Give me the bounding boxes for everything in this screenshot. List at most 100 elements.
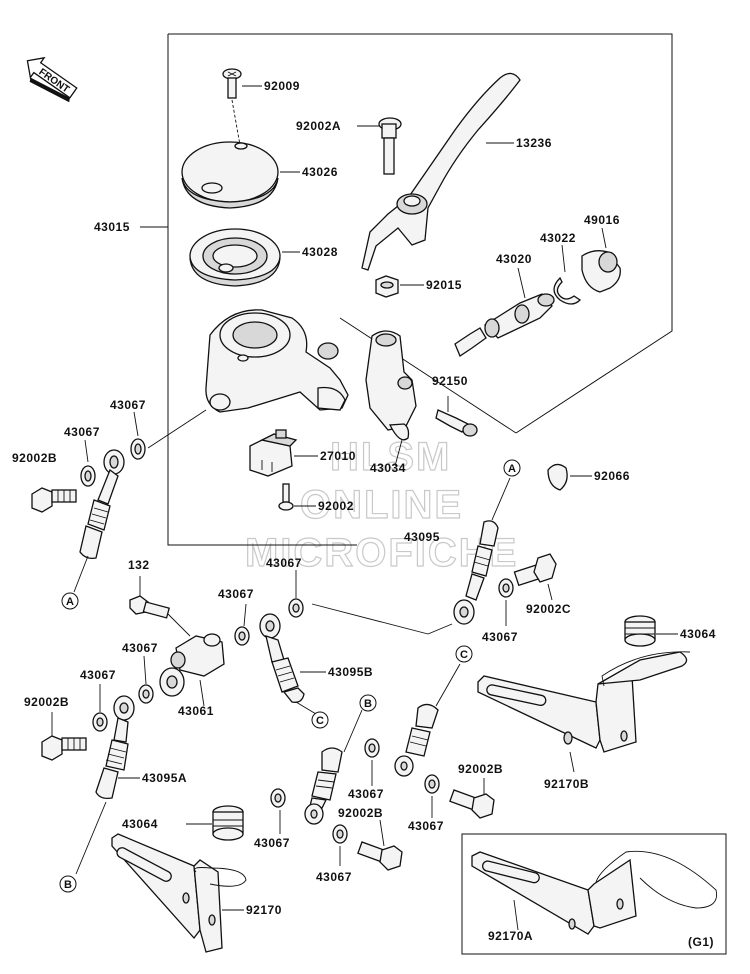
label-92015: 92015 bbox=[426, 278, 462, 292]
svg-text:A: A bbox=[508, 463, 516, 475]
label-43022: 43022 bbox=[540, 231, 576, 245]
diaphragm-43028 bbox=[189, 228, 300, 287]
circlip-43022 bbox=[553, 244, 582, 305]
label-92002B-d: 92002B bbox=[338, 806, 383, 820]
callout-B-left: B bbox=[59, 875, 77, 893]
label-43067-c: 43067 bbox=[266, 556, 302, 570]
label-92170: 92170 bbox=[246, 903, 282, 917]
callout-C-right: C bbox=[455, 645, 473, 663]
svg-text:B: B bbox=[364, 698, 372, 710]
label-92002B-a: 92002B bbox=[12, 451, 57, 465]
hose-43095B bbox=[259, 613, 326, 715]
callout-A-right: A bbox=[503, 459, 521, 477]
label-43067-e: 43067 bbox=[482, 630, 518, 644]
piston-kit-43020 bbox=[454, 267, 555, 357]
hose-B-lower bbox=[304, 709, 363, 825]
label-43061: 43061 bbox=[178, 704, 214, 718]
label-92170A: 92170A bbox=[488, 929, 533, 943]
bracket-92170 bbox=[111, 833, 247, 953]
svg-text:A: A bbox=[66, 596, 74, 608]
washer-43067-right bbox=[498, 578, 514, 626]
label-92002: 92002 bbox=[318, 499, 354, 513]
part-labels: 92009 92002A 13236 43026 43015 43028 490… bbox=[12, 79, 716, 949]
banjo-bolt-92002B-left2 bbox=[41, 712, 87, 761]
label-43015: 43015 bbox=[94, 220, 130, 234]
washer-43067-top bbox=[288, 570, 304, 618]
label-43067-k: 43067 bbox=[316, 870, 352, 884]
nut-92015 bbox=[375, 275, 424, 298]
brake-switch-27010 bbox=[249, 429, 318, 477]
label-43064-b: 43064 bbox=[122, 817, 158, 831]
label-43067-g: 43067 bbox=[80, 668, 116, 682]
screw-92002 bbox=[278, 483, 316, 511]
hose-C-lower bbox=[394, 663, 461, 777]
washer-43067-left3 bbox=[92, 684, 108, 732]
bolt-92150 bbox=[435, 396, 478, 437]
label-27010: 27010 bbox=[320, 449, 356, 463]
label-43095A: 43095A bbox=[142, 771, 187, 785]
label-g1: (G1) bbox=[688, 935, 714, 949]
reservoir-cap-43026 bbox=[181, 141, 300, 209]
joint-43061 bbox=[159, 633, 225, 707]
bracket-92170B bbox=[477, 651, 691, 773]
label-43067-j: 43067 bbox=[254, 836, 290, 850]
front-arrow-icon: FRONT bbox=[26, 56, 78, 103]
hose-43095A bbox=[75, 695, 140, 875]
grommet-43064-right bbox=[624, 615, 678, 647]
hose-A-top bbox=[73, 449, 125, 593]
label-92066: 92066 bbox=[594, 469, 630, 483]
callout-B-center: B bbox=[359, 694, 377, 712]
watermark-line3: MICROFICHE bbox=[245, 531, 518, 575]
label-43034: 43034 bbox=[370, 461, 406, 475]
label-43067-f: 43067 bbox=[122, 641, 158, 655]
label-92002C: 92002C bbox=[526, 602, 571, 616]
label-132: 132 bbox=[128, 558, 150, 572]
label-43028: 43028 bbox=[302, 245, 338, 259]
screw-92009 bbox=[222, 68, 262, 146]
assembly-bracket-43015 bbox=[140, 33, 673, 546]
pivot-bolt-92002A bbox=[357, 117, 402, 175]
dust-boot-49016 bbox=[581, 227, 621, 293]
inset-box-g1 bbox=[461, 833, 727, 955]
label-92002A: 92002A bbox=[296, 119, 341, 133]
washer-43067-lower1 bbox=[364, 738, 380, 786]
label-92150: 92150 bbox=[432, 374, 468, 388]
watermark: HLSM ONLINE MICROFICHE bbox=[244, 434, 518, 575]
label-43067-b: 43067 bbox=[64, 425, 100, 439]
washer-43067-lower3 bbox=[424, 774, 440, 818]
label-43064-a: 43064 bbox=[680, 627, 716, 641]
label-43067-a: 43067 bbox=[110, 398, 146, 412]
washer-43067-lower4 bbox=[332, 824, 348, 866]
hose-43095 bbox=[311, 477, 511, 635]
label-92170B: 92170B bbox=[544, 777, 589, 791]
banjo-bolt-92002B-left bbox=[31, 487, 77, 513]
washer-43067-left2 bbox=[130, 409, 207, 460]
label-92002B-b: 92002B bbox=[24, 695, 69, 709]
label-13236: 13236 bbox=[516, 136, 552, 150]
label-49016: 49016 bbox=[584, 213, 620, 227]
callout-A-left: A bbox=[61, 592, 79, 610]
label-43067-d: 43067 bbox=[218, 587, 254, 601]
watermark-line2: ONLINE bbox=[300, 483, 463, 527]
svg-text:C: C bbox=[316, 715, 324, 727]
label-43095B: 43095B bbox=[328, 665, 373, 679]
label-43026: 43026 bbox=[302, 165, 338, 179]
master-cylinder-body-43034 bbox=[205, 309, 517, 434]
label-92002B-c: 92002B bbox=[458, 762, 503, 776]
washer-43067-mid bbox=[234, 603, 250, 646]
label-43020: 43020 bbox=[496, 252, 532, 266]
label-43067-i: 43067 bbox=[408, 819, 444, 833]
label-43067-h: 43067 bbox=[348, 787, 384, 801]
label-43095: 43095 bbox=[404, 530, 440, 544]
grommet-43064-lower bbox=[186, 805, 244, 841]
brake-lever-13236 bbox=[361, 72, 521, 271]
washer-43067-lower2 bbox=[270, 788, 286, 834]
bolt-132 bbox=[129, 576, 191, 637]
svg-text:B: B bbox=[64, 879, 72, 891]
washer-43067-left bbox=[80, 439, 96, 487]
banjo-bolt-92002B-right bbox=[449, 778, 495, 819]
svg-text:C: C bbox=[460, 649, 468, 661]
banjo-bolt-92002C bbox=[513, 553, 557, 601]
